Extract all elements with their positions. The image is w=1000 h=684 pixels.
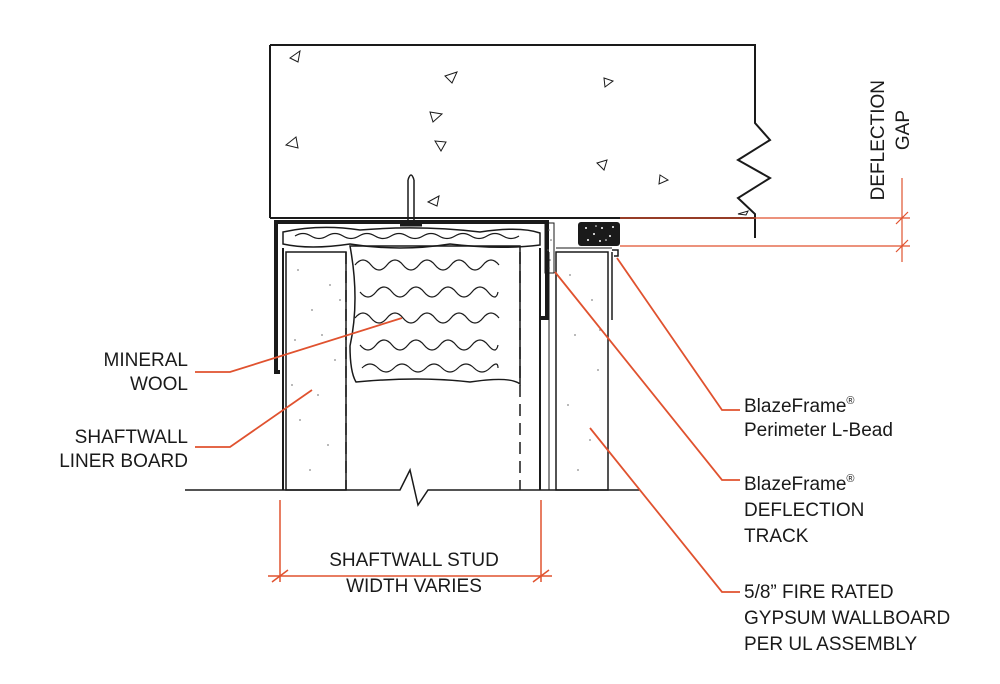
concrete-slab — [269, 44, 772, 238]
shaftwall-stud — [282, 248, 541, 490]
deflection-gap-line1: DEFLECTION — [868, 80, 889, 200]
powder-actuated-fastener — [400, 174, 422, 227]
deflection-gap-line2: GAP — [893, 110, 914, 150]
leader-mineral-wool — [195, 317, 403, 373]
mineral-wool — [282, 226, 541, 386]
mineral-wool-line1: MINERAL — [104, 350, 188, 371]
label-gypsum: 5/8” FIRE RATED GYPSUM WALLBOARD PER UL … — [744, 582, 950, 655]
l-bead-brand: BlazeFrame® — [744, 395, 855, 417]
track-line3: TRACK — [744, 526, 809, 547]
stud-width-line2: WIDTH VARIES — [346, 576, 482, 597]
gypsum-line1: 5/8” FIRE RATED — [744, 582, 894, 603]
label-deflection-gap: DEFLECTION GAP — [868, 80, 914, 200]
liner-board-line2: LINER BOARD — [59, 451, 188, 472]
mineral-wool-line2: WOOL — [130, 374, 188, 395]
l-bead-line2: Perimeter L-Bead — [744, 420, 893, 441]
leader-liner-board — [195, 389, 313, 448]
track-brand: BlazeFrame® — [744, 473, 855, 495]
wall-break-line — [185, 467, 640, 507]
gypsum-speckle — [567, 274, 601, 471]
gypsum-line3: PER UL ASSEMBLY — [744, 634, 918, 655]
gypsum-line2: GYPSUM WALLBOARD — [744, 608, 950, 629]
slab-outline — [269, 44, 772, 238]
mineral-wool-top-strip — [282, 226, 541, 249]
sealant-backer-rod — [578, 222, 620, 246]
leader-deflection-track — [554, 271, 740, 481]
label-perimeter-l-bead: BlazeFrame® Perimeter L-Bead — [744, 395, 893, 441]
gypsum-wallboard — [548, 247, 612, 491]
label-liner-board: SHAFTWALL LINER BOARD — [59, 427, 188, 472]
deflection-gap-dimension — [620, 178, 910, 262]
leader-l-bead — [616, 257, 740, 411]
liner-board-speckle — [291, 269, 341, 471]
stud-width-dimension — [268, 500, 552, 583]
perimeter-l-bead — [611, 249, 619, 320]
mineral-wool-fibers — [294, 232, 520, 373]
label-mineral-wool: MINERAL WOOL — [104, 350, 188, 395]
label-deflection-track: BlazeFrame® DEFLECTION TRACK — [744, 473, 864, 547]
stud-width-line1: SHAFTWALL STUD — [329, 550, 499, 571]
shaftwall-liner-board — [285, 251, 347, 491]
liner-board-line1: SHAFTWALL — [75, 427, 188, 448]
shaftwall-header-track — [274, 220, 549, 374]
concrete-aggregate — [284, 49, 749, 216]
leader-gypsum — [589, 427, 740, 593]
label-stud-width: SHAFTWALL STUD WIDTH VARIES — [329, 550, 499, 597]
mineral-wool-body — [349, 245, 521, 386]
track-line2: DEFLECTION — [744, 500, 864, 521]
leader-lines — [195, 257, 740, 593]
